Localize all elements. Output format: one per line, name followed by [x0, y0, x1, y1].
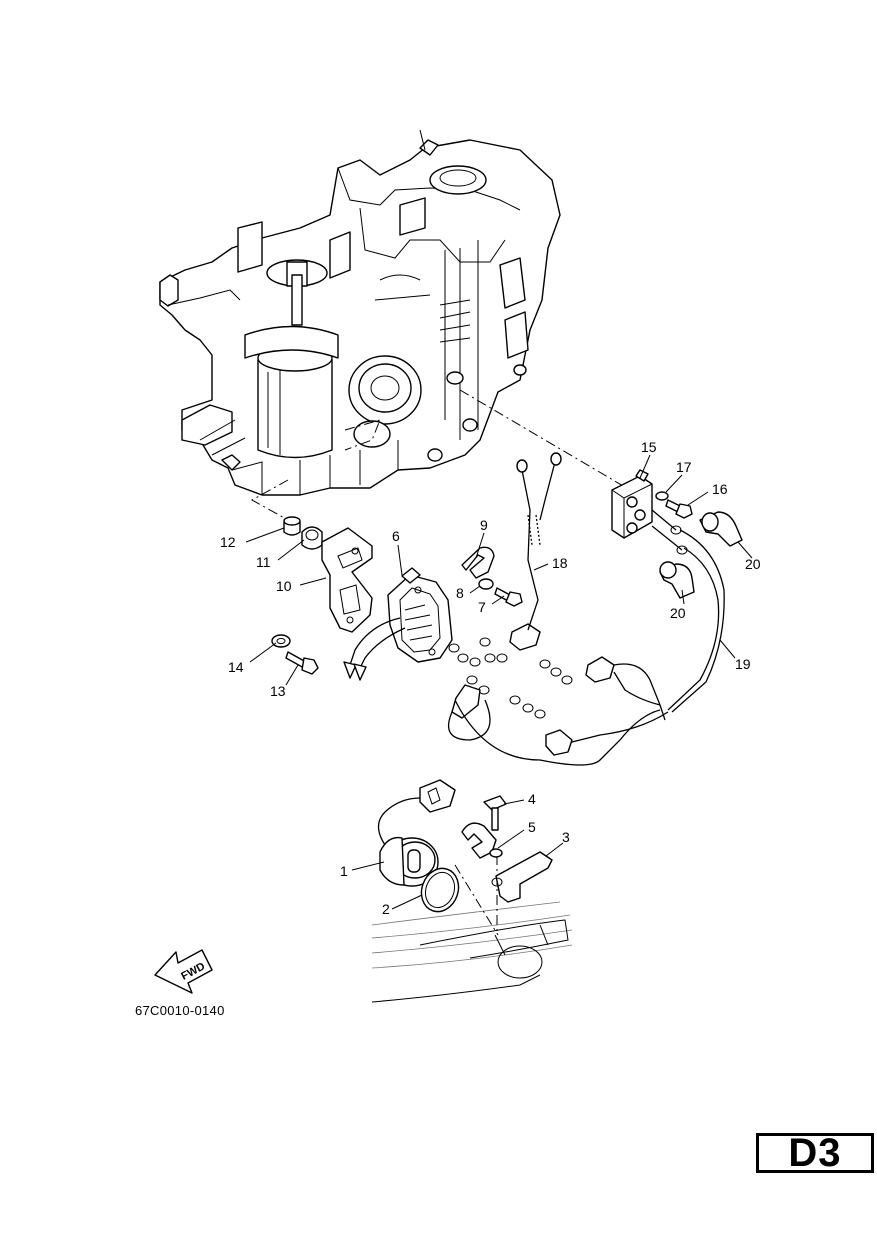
o-ring-part-2 — [420, 867, 460, 913]
wire-harnesses — [516, 452, 725, 743]
rectifier-group — [271, 516, 666, 766]
callout-17: 17 — [676, 459, 692, 475]
grommet-part-11 — [301, 526, 323, 550]
callout-13: 13 — [270, 683, 286, 699]
clamp-part-5 — [461, 822, 503, 859]
callout-5: 5 — [528, 819, 536, 835]
callout-numbers: 12 11 10 6 9 8 7 14 13 18 15 17 16 20 20… — [220, 439, 761, 917]
callout-2: 2 — [382, 901, 390, 917]
washer-part-8 — [478, 578, 494, 590]
collar-part-12 — [283, 516, 301, 536]
callout-10: 10 — [276, 578, 292, 594]
washer-part-14 — [271, 634, 291, 648]
bolt-part-13 — [285, 651, 319, 675]
terminal-cap-part-20-b — [659, 561, 695, 599]
callout-15: 15 — [641, 439, 657, 455]
callout-11: 11 — [256, 554, 271, 570]
bolt-part-4 — [483, 795, 507, 831]
callout-20-b: 20 — [670, 605, 686, 621]
callout-19: 19 — [735, 656, 751, 672]
clamp-part-9 — [461, 546, 495, 579]
callout-7: 7 — [478, 599, 486, 615]
rectifier-regulator-part-6 — [387, 567, 453, 663]
fwd-arrow-icon: FWD — [154, 949, 213, 994]
callout-14: 14 — [228, 659, 244, 675]
callout-12: 12 — [220, 534, 236, 550]
bolt-part-7 — [494, 587, 523, 607]
bracket-part-10 — [321, 527, 373, 633]
callout-4: 4 — [528, 791, 536, 807]
bracket-part-3 — [491, 851, 553, 903]
washer-part-17 — [655, 491, 669, 501]
callout-9: 9 — [480, 517, 488, 533]
callout-1: 1 — [340, 863, 348, 879]
callout-3: 3 — [562, 829, 570, 845]
bolt-part-16 — [665, 499, 693, 519]
terminal-rings — [448, 637, 573, 719]
callout-6: 6 — [392, 528, 400, 544]
callout-18: 18 — [552, 555, 568, 571]
terminal-cap-part-20 — [699, 511, 743, 547]
terminal-block-part-15 — [611, 469, 653, 539]
callout-8: 8 — [456, 585, 464, 601]
diagram-code: 67C0010-0140 — [135, 1003, 225, 1018]
assembly-center-lines — [250, 389, 631, 936]
engine-block — [159, 129, 561, 496]
pulser-coil-part-1 — [377, 779, 456, 887]
lower-housing — [371, 901, 573, 1003]
leader-lines — [245, 454, 753, 910]
callout-20-a: 20 — [745, 556, 761, 572]
page-tag: D3 — [756, 1131, 874, 1175]
callout-16: 16 — [712, 481, 728, 497]
